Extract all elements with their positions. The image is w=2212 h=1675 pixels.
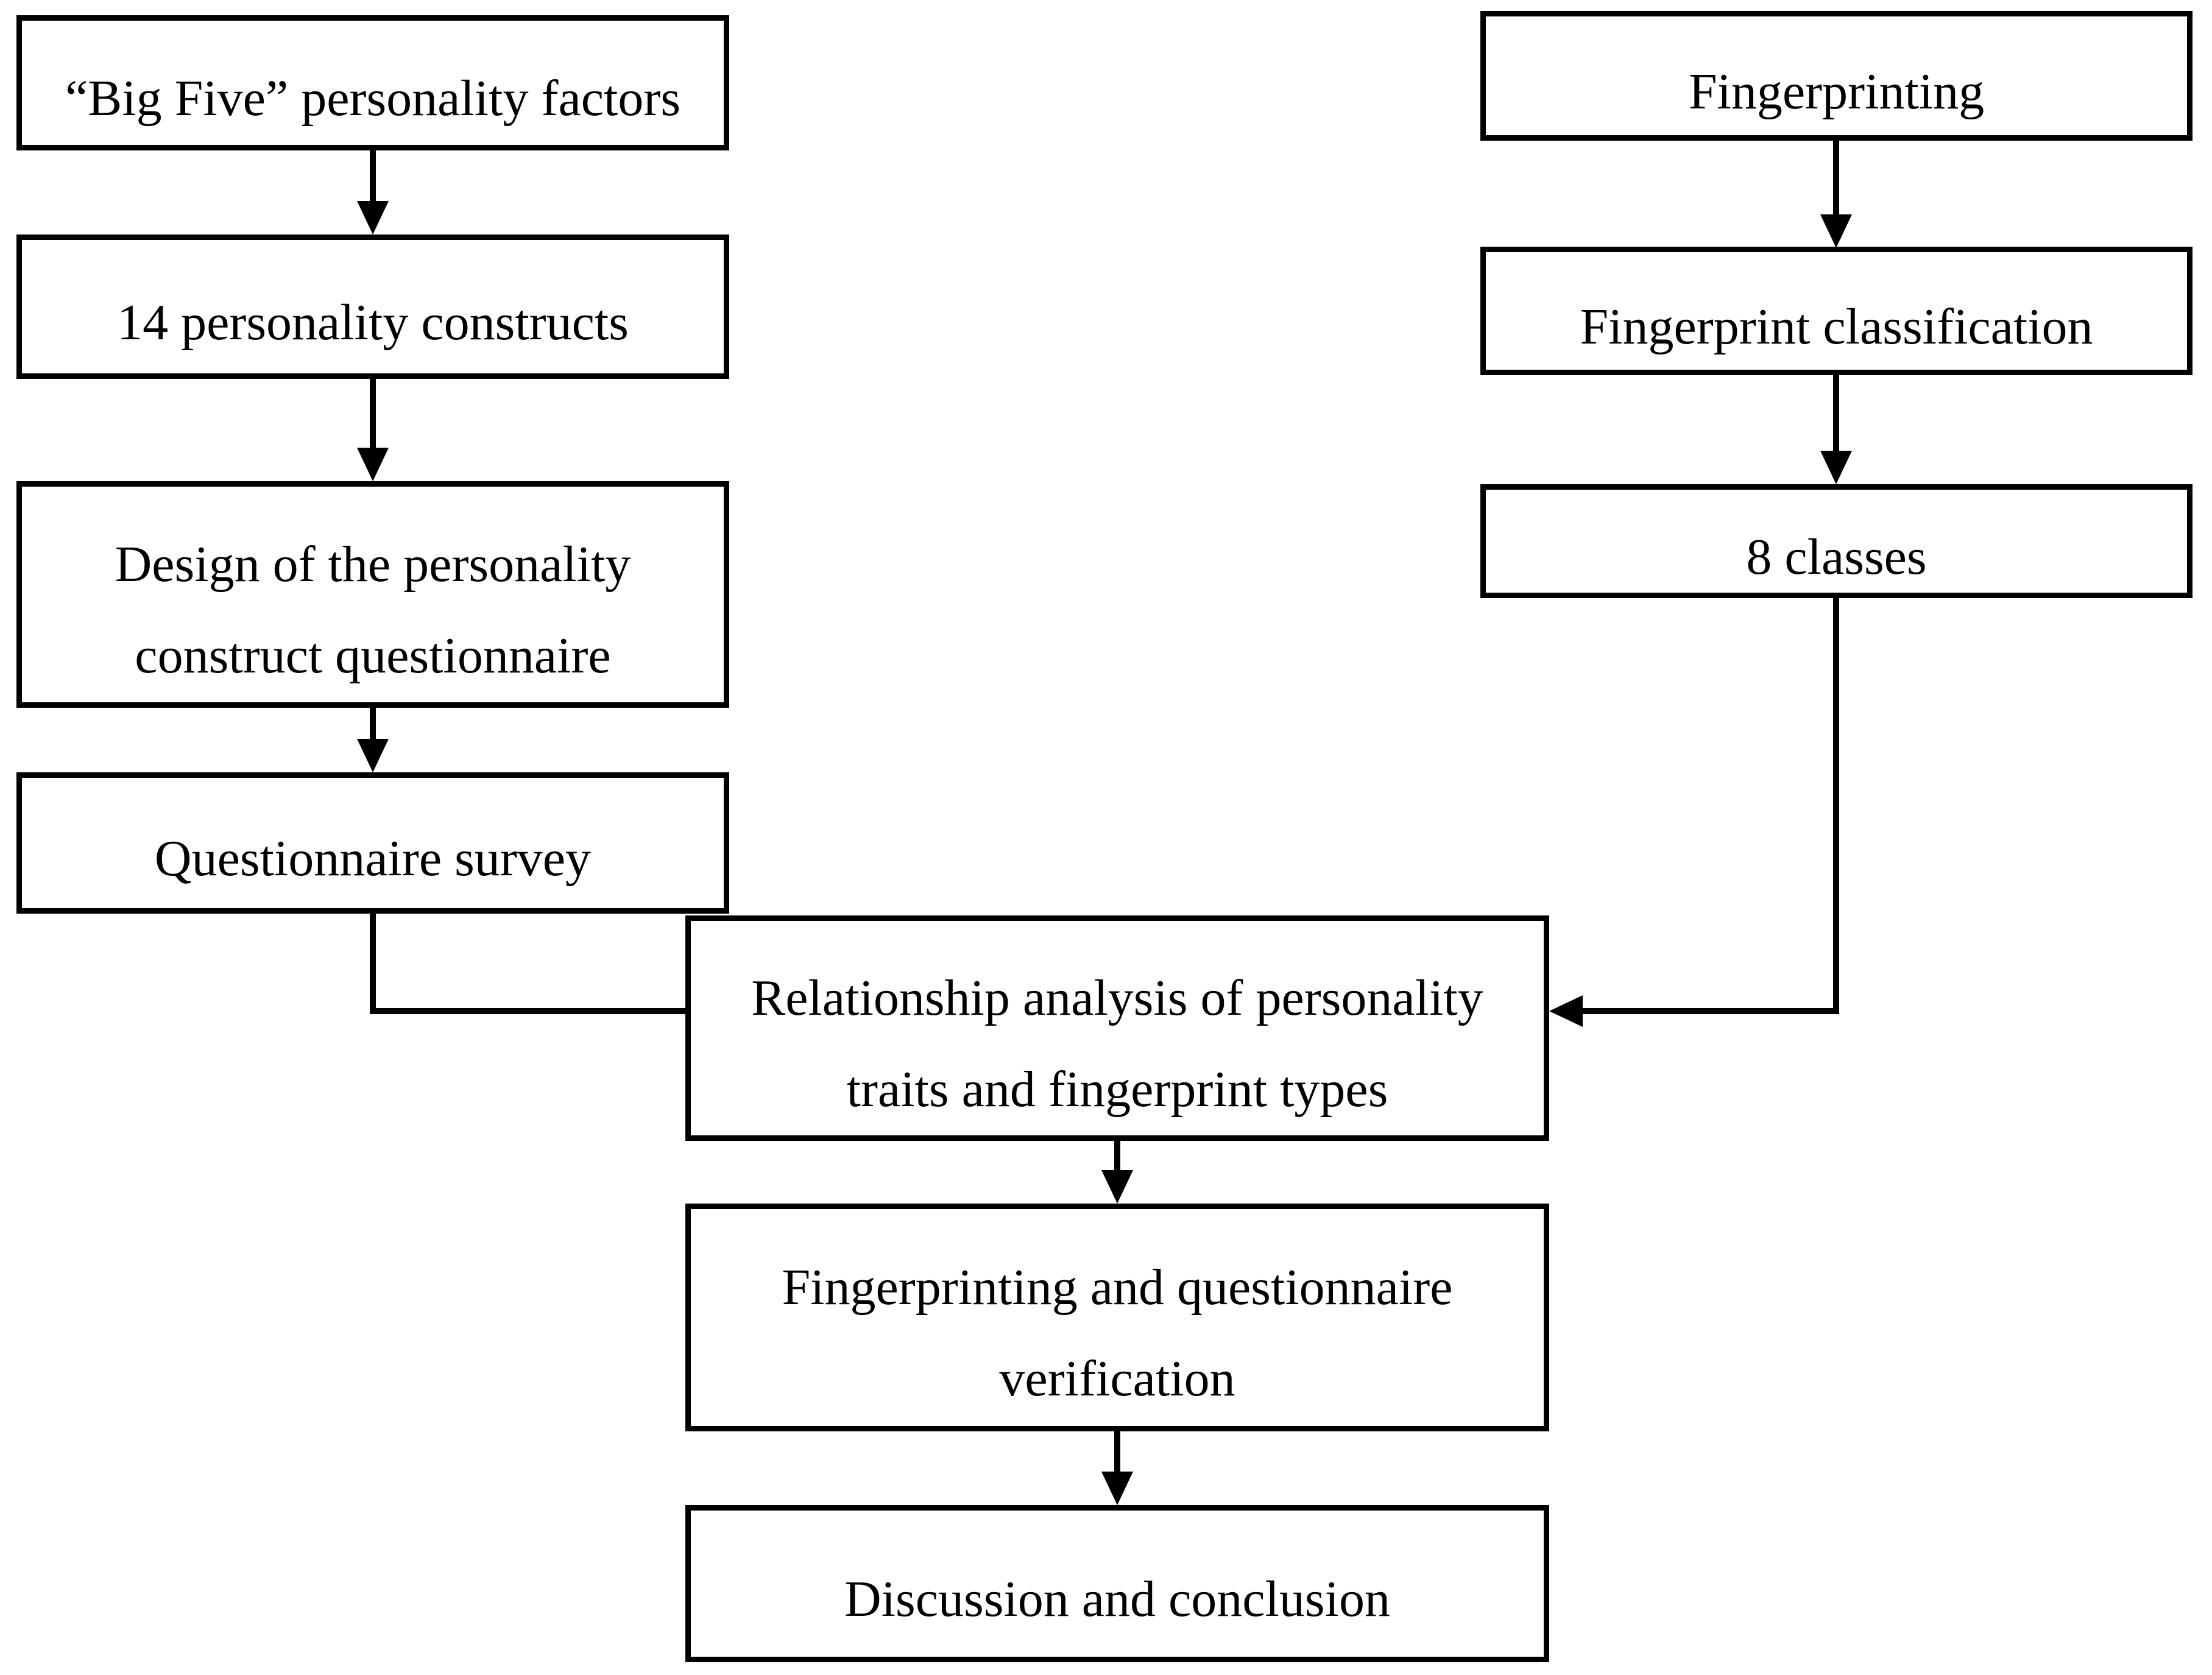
node-label: Design of the personality [115, 536, 631, 593]
node-fourteen-personality-constructs: 14 personality constructs [16, 234, 729, 379]
node-personality-construct-questionnaire-design: Design of the personality construct ques… [16, 481, 729, 708]
arrow-relationship-to-verification [1101, 1141, 1133, 1204]
node-label: “Big Five” personality factors [65, 70, 681, 127]
node-relationship-analysis: Relationship analysis of personality tra… [685, 915, 1549, 1141]
node-label: Relationship analysis of personality [751, 970, 1483, 1026]
node-fingerprinting-questionnaire-verification: Fingerprinting and questionnaire verific… [685, 1204, 1549, 1431]
node-eight-classes: 8 classes [1480, 484, 2193, 598]
node-discussion-and-conclusion: Discussion and conclusion [685, 1505, 1549, 1662]
node-label: verification [999, 1350, 1235, 1407]
node-big-five-personality-factors: “Big Five” personality factors [16, 15, 729, 150]
node-fingerprint-classification: Fingerprint classification [1480, 247, 2193, 375]
node-label: Fingerprinting and questionnaire [782, 1259, 1453, 1316]
arrow-constructs-to-design [357, 379, 389, 481]
arrow-design-to-survey [357, 708, 389, 772]
arrow-verification-to-discussion [1101, 1431, 1133, 1505]
node-label: Discussion and conclusion [844, 1571, 1390, 1627]
arrow-survey-to-relationship [370, 914, 719, 1027]
node-label: Fingerprint classification [1580, 298, 2093, 355]
node-fingerprinting: Fingerprinting [1480, 11, 2193, 141]
node-label: construct questionnaire [135, 627, 611, 684]
node-label: traits and fingerprint types [846, 1061, 1388, 1118]
arrow-fingerprinting-to-classification [1820, 141, 1852, 248]
node-label: Questionnaire survey [154, 830, 592, 887]
node-questionnaire-survey: Questionnaire survey [16, 772, 729, 914]
node-label: 8 classes [1746, 528, 1927, 585]
arrow-classes-to-relationship [1549, 598, 1839, 1027]
arrow-classification-to-classes [1820, 375, 1852, 484]
node-label: Fingerprinting [1688, 63, 1985, 120]
arrow-bigfive-to-constructs [357, 150, 389, 234]
node-label: 14 personality constructs [117, 294, 629, 351]
